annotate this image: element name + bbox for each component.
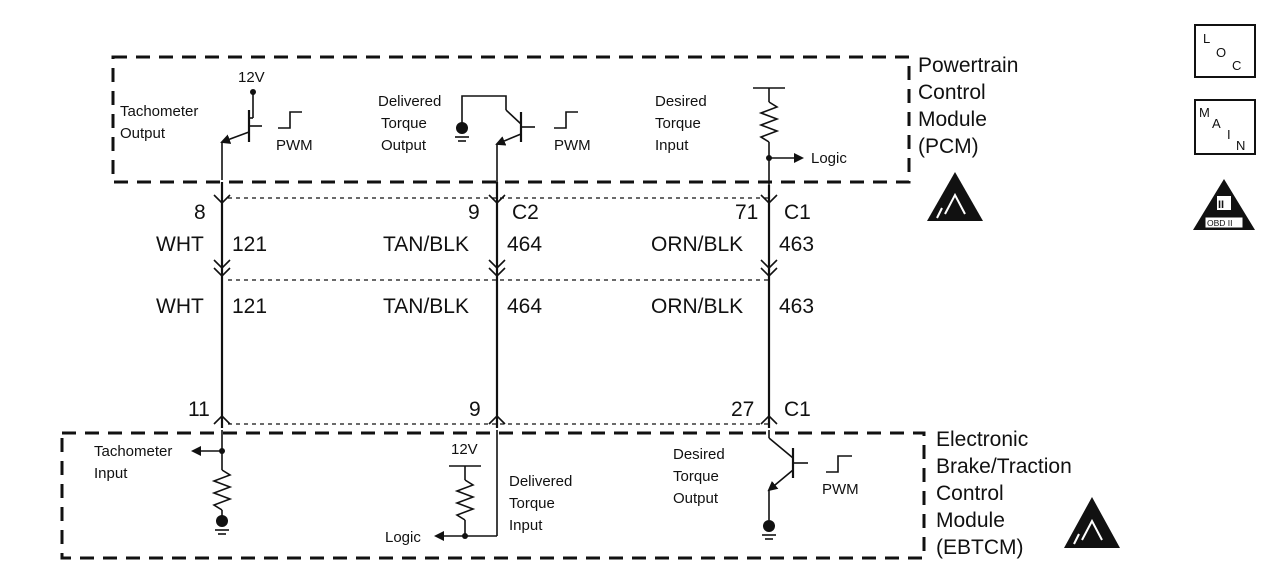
wire-color-label: TAN/BLK — [383, 295, 469, 318]
wire-circuit-label: 121 — [232, 233, 267, 256]
resistor-icon — [454, 479, 476, 521]
desired-pwm-label: PWM — [822, 481, 859, 498]
pcm-module: Powertrain Control Module (PCM) 12V Tach… — [111, 54, 1018, 221]
pcm-name-line-3: Module — [918, 108, 987, 131]
desired-input-label-3: Input — [655, 137, 689, 154]
tach-input-label-1: Tachometer — [94, 443, 172, 460]
wire-circuit-label: 464 — [507, 233, 542, 256]
pin-pcm-desired: 71 — [735, 201, 758, 224]
connector-c2-label: C2 — [512, 201, 539, 224]
delivered-output-label-2: Torque — [381, 115, 427, 132]
wire-circuit-label: 463 — [779, 295, 814, 318]
ebtcm-name-line-2: Brake/Traction — [936, 455, 1072, 478]
desired-output-label-3: Output — [673, 490, 719, 507]
esd-warning-icon — [927, 172, 983, 221]
tach-output-label-2: Output — [120, 125, 166, 142]
pcm-connector: 8 9 C2 71 C1 — [194, 197, 811, 224]
wire-color-label: ORN/BLK — [651, 295, 743, 318]
tach-input-circuit: Tachometer Input — [94, 430, 233, 535]
tach-output-label-1: Tachometer — [120, 103, 198, 120]
pcm-logic-label: Logic — [811, 150, 847, 167]
obd-ii-roman: II — [1218, 199, 1224, 211]
desired-torque-input-circuit: Desired Torque Input Logic — [655, 87, 847, 185]
pin-pcm-tach: 8 — [194, 201, 206, 224]
delivered-torque-input-circuit: 12V Logic Delivered Torque Input — [385, 430, 572, 546]
delivered-output-label-3: Output — [381, 137, 427, 154]
delivered-input-label-1: Delivered — [509, 473, 572, 490]
wire-runs — [213, 182, 778, 428]
main-letter-m: M — [1199, 105, 1210, 120]
delivered-input-label-2: Torque — [509, 495, 555, 512]
main-letter-n: N — [1236, 138, 1245, 153]
ebtcm-name-line-5: (EBTCM) — [936, 536, 1024, 559]
desired-output-label-1: Desired — [673, 446, 725, 463]
tach-voltage-label: 12V — [238, 69, 265, 86]
tach-input-label-2: Input — [94, 465, 128, 482]
loc-letter-l: L — [1203, 31, 1210, 46]
loc-letter-c: C — [1232, 58, 1241, 73]
pcm-name-line-4: (PCM) — [918, 135, 979, 158]
resistor-icon — [758, 101, 780, 143]
wire-circuit-label: 464 — [507, 295, 542, 318]
wire-labels-lower: WHT 121 TAN/BLK 464 ORN/BLK 463 — [156, 295, 814, 318]
loc-letter-o: O — [1216, 45, 1226, 60]
obd-ii-icon[interactable]: II OBD II — [1193, 179, 1255, 230]
delivered-torque-output-circuit: Delivered Torque Output PWM — [378, 93, 591, 182]
ebtcm-voltage-label: 12V — [451, 441, 478, 458]
ground-icon — [455, 122, 469, 142]
ground-icon — [215, 515, 229, 535]
pcm-name-line-1: Powertrain — [918, 54, 1018, 77]
pin-ebtcm-desired: 27 — [731, 398, 754, 421]
obd-ii-caption: OBD II — [1207, 218, 1233, 228]
desired-output-label-2: Torque — [673, 468, 719, 485]
ebtcm-name-line-3: Control — [936, 482, 1004, 505]
delivered-pwm-label: PWM — [554, 137, 591, 154]
pin-ebtcm-delivered: 9 — [469, 398, 481, 421]
desired-input-label-1: Desired — [655, 93, 707, 110]
ground-icon — [762, 520, 776, 540]
main-icon[interactable]: M A I N — [1194, 99, 1256, 155]
connector-c1-label: C1 — [784, 398, 811, 421]
tach-pwm-label: PWM — [276, 137, 313, 154]
ebtcm-logic-label: Logic — [385, 529, 421, 546]
wire-circuit-label: 463 — [779, 233, 814, 256]
wire-circuit-label: 121 — [232, 295, 267, 318]
ebtcm-connector: 11 9 27 C1 — [188, 398, 811, 421]
ebtcm-boundary — [60, 431, 926, 560]
ebtcm-module: Electronic Brake/Traction Control Module… — [60, 428, 1120, 560]
pwm-pulse-icon — [554, 111, 578, 129]
pcm-boundary — [111, 55, 911, 184]
resistor-icon — [211, 469, 233, 511]
pwm-pulse-icon — [826, 455, 852, 473]
pcm-name-line-2: Control — [918, 81, 986, 104]
wire-color-label: WHT — [156, 295, 204, 318]
main-letter-i: I — [1227, 127, 1231, 142]
delivered-input-label-3: Input — [509, 517, 543, 534]
ebtcm-name-line-4: Module — [936, 509, 1005, 532]
pwm-pulse-icon — [278, 111, 302, 129]
esd-warning-icon — [1064, 497, 1120, 548]
wire-color-label: ORN/BLK — [651, 233, 743, 256]
main-letter-a: A — [1212, 116, 1221, 131]
ebtcm-name-line-1: Electronic — [936, 428, 1028, 451]
wire-labels-upper: WHT 121 TAN/BLK 464 ORN/BLK 463 — [156, 233, 814, 256]
tach-output-circuit: 12V Tachometer Output PWM — [120, 69, 313, 180]
delivered-output-label-1: Delivered — [378, 93, 441, 110]
desired-input-label-2: Torque — [655, 115, 701, 132]
wire-color-label: WHT — [156, 233, 204, 256]
loc-icon[interactable]: L O C — [1194, 24, 1256, 78]
pin-pcm-delivered: 9 — [468, 201, 480, 224]
wire-color-label: TAN/BLK — [383, 233, 469, 256]
pin-ebtcm-tach: 11 — [188, 398, 210, 421]
desired-torque-output-circuit: Desired Torque Output PWM — [673, 430, 859, 540]
connector-c1-label: C1 — [784, 201, 811, 224]
